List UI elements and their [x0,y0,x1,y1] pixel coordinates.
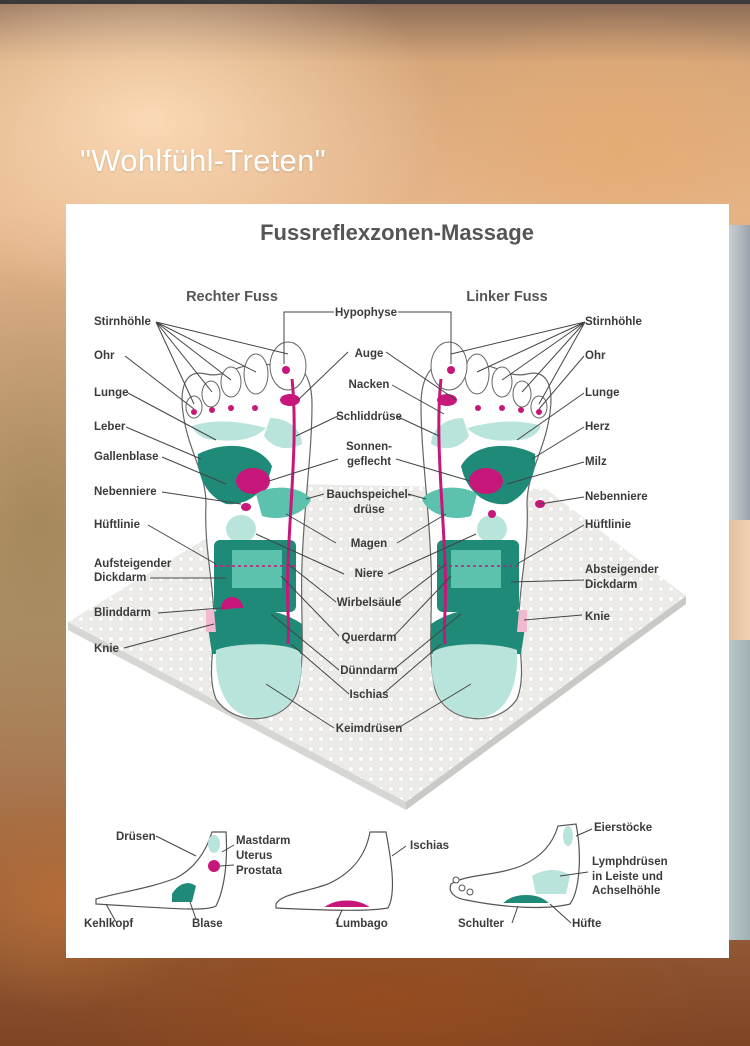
label-nebenniere-right: Nebenniere [94,486,157,498]
right-foot-heading: Rechter Fuss [186,289,278,305]
label-herz: Herz [585,421,610,433]
right-foot [181,341,313,720]
label-magen: Magen [351,538,387,550]
slogan-text: "Wohlfühl-Treten" [80,143,326,178]
label-uterus: Uterus [236,850,272,862]
label-keimdruesen: Keimdrüsen [336,723,402,735]
label-aufsteigender-line1: Aufsteigender [94,558,172,570]
center-labels: Hypophyse Auge Nacken Schliddrüse Sonnen… [327,307,412,735]
label-niere: Niere [355,568,384,580]
label-hueftlinie-left: Hüftlinie [585,519,631,531]
label-ischias-center: Ischias [350,689,389,701]
top-border [0,0,750,4]
label-stirnhoehle-right: Stirnhöhle [94,316,151,328]
label-lymph-line2: in Leiste und [592,871,663,883]
reflexology-chart-card: Fussreflexzonen-Massage Rechter Fuss Lin… [66,204,729,958]
spiky-mat [68,484,686,810]
label-gallenblase: Gallenblase [94,451,159,463]
label-bauchspeicheldruese-line2: drüse [353,504,384,516]
side-view-feet: Drüsen Mastdarm Uterus Prostata Kehlkopf… [84,822,668,930]
label-duenndarm: Dünndarm [340,665,398,677]
label-blase: Blase [192,918,223,930]
label-ohr-left: Ohr [585,350,606,362]
label-leber: Leber [94,421,126,433]
label-absteigender-line1: Absteigender [585,564,659,576]
left-foot-labels: Stirnhöhle Ohr Lunge Herz Milz Nebennier… [585,316,659,623]
label-bauchspeicheldruese-line1: Bauchspeichel- [327,489,412,501]
reflexology-diagram: Fussreflexzonen-Massage Rechter Fuss Lin… [68,220,686,930]
label-lymph-line1: Lymphdrüsen [592,856,668,868]
label-hueftlinie-right: Hüftlinie [94,519,140,531]
label-lymph-line3: Achselhöhle [592,885,660,897]
label-absteigender-line2: Dickdarm [585,579,637,591]
label-druesen: Drüsen [116,831,156,843]
label-nacken: Nacken [349,379,390,391]
label-wirbelsaeule: Wirbelsäule [337,597,401,609]
label-ohr-right: Ohr [94,350,115,362]
label-knie-left: Knie [585,611,610,623]
label-aufsteigender-line2: Dickdarm [94,572,146,584]
label-knie-right: Knie [94,643,119,655]
label-huefte: Hüfte [572,918,601,930]
label-sonnengeflecht-line1: Sonnen- [346,441,392,453]
label-ischias-bottom: Ischias [410,840,449,852]
label-prostata: Prostata [236,865,283,877]
label-mastdarm: Mastdarm [236,835,290,847]
left-foot [420,341,552,720]
label-sonnengeflecht-line2: geflecht [347,456,391,468]
label-auge: Auge [355,348,384,360]
left-foot-heading: Linker Fuss [466,289,547,305]
label-nebenniere-left: Nebenniere [585,491,648,503]
label-lunge-right: Lunge [94,387,129,399]
label-lunge-left: Lunge [585,387,620,399]
label-eierstoecke: Eierstöcke [594,822,652,834]
leader-lines [123,311,586,729]
label-schulter: Schulter [458,918,505,930]
chart-title: Fussreflexzonen-Massage [260,220,534,245]
label-stirnhoehle-left: Stirnhöhle [585,316,642,328]
label-schilddruese: Schliddrüse [336,411,402,423]
label-milz: Milz [585,456,607,468]
right-foot-labels: Stirnhöhle Ohr Lunge Leber Gallenblase N… [94,316,172,655]
label-lumbago: Lumbago [336,918,388,930]
label-blinddarm: Blinddarm [94,607,151,619]
label-querdarm: Querdarm [342,632,397,644]
label-hypophyse: Hypophyse [335,307,397,319]
label-kehlkopf: Kehlkopf [84,918,133,930]
